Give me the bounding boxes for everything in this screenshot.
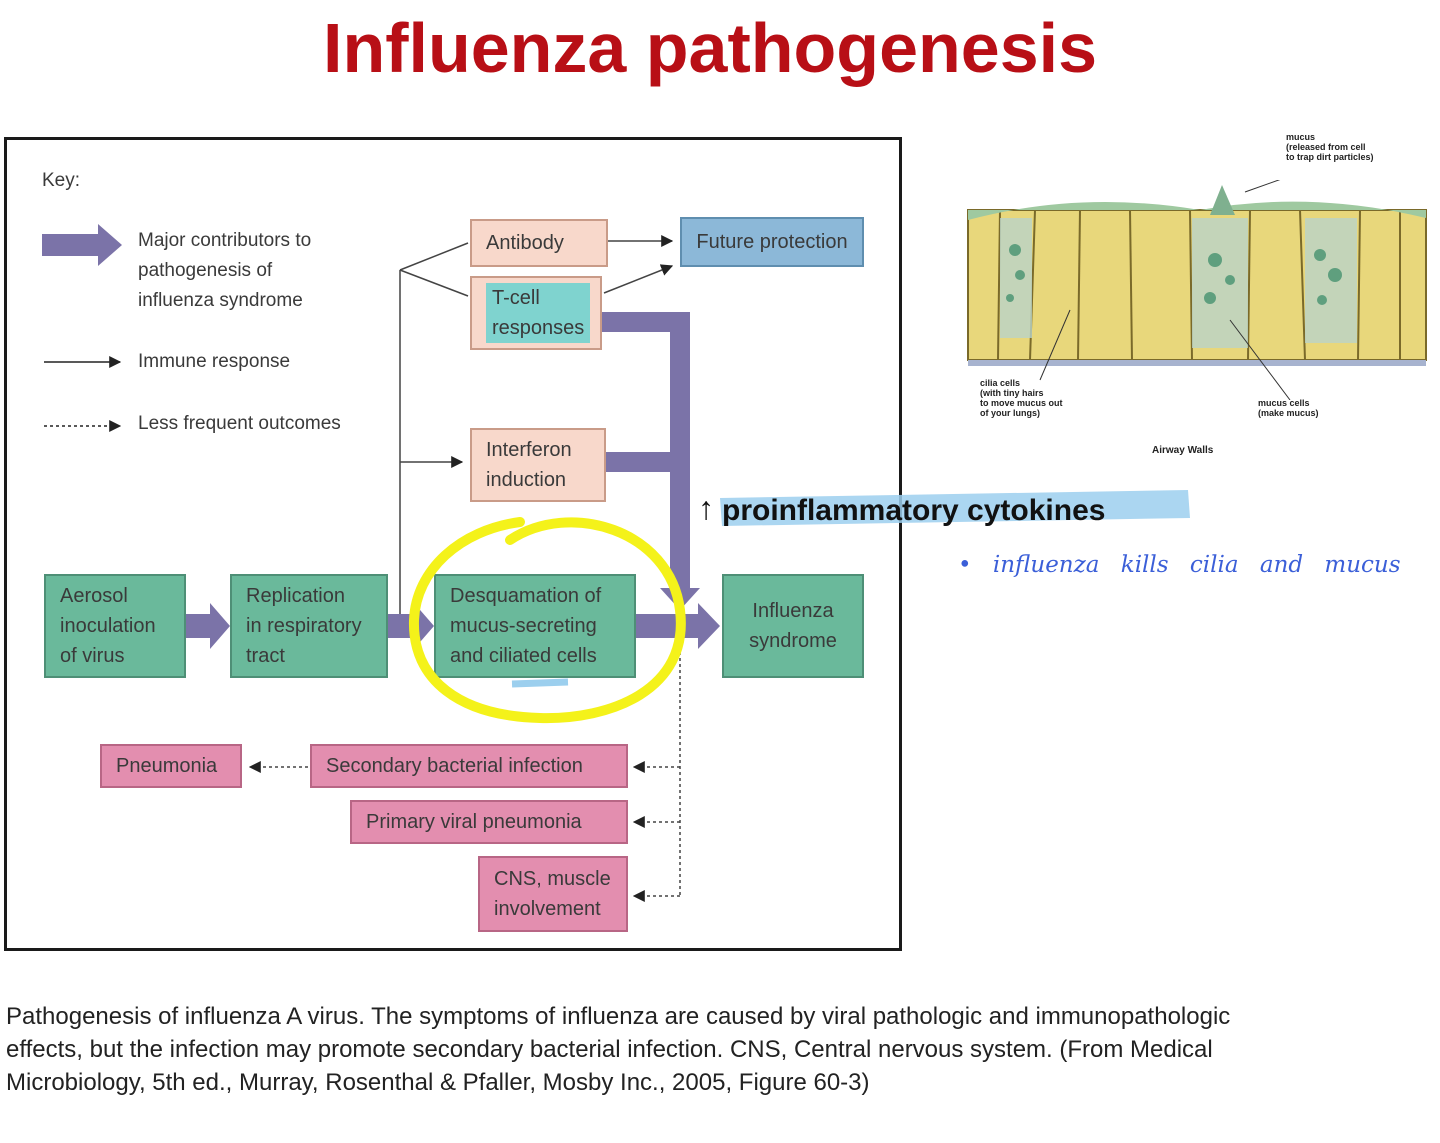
tcell-to-future: [603, 264, 674, 294]
node-primary-pneumonia: Primary viral pneumonia: [350, 800, 628, 844]
node-future-protection: Future protection: [680, 217, 864, 267]
key-major-label-3: influenza syndrome: [138, 290, 303, 311]
handwritten-note: • influenza kills cilia and mucus: [958, 552, 1401, 578]
highlighter-mark: [720, 490, 1190, 526]
key-major-arrow-icon: [42, 224, 122, 266]
tcell-major-arrow: [600, 312, 690, 592]
key-major-label-1: Major contributors to: [138, 230, 312, 251]
node-antibody: Antibody: [470, 219, 608, 267]
key-immune-label: Immune response: [138, 351, 291, 372]
node-pneumonia: Pneumonia: [100, 744, 242, 788]
mucus-cells-label: mucus cells(make mucus): [1258, 398, 1319, 418]
page-title: Influenza pathogenesis: [323, 9, 1097, 87]
branch-to-tcell: [399, 269, 469, 297]
up-arrow-icon: ↑: [698, 490, 714, 526]
airway-wall-illustration: [967, 180, 1427, 400]
key-less-label: Less frequent outcomes: [138, 413, 341, 434]
figure-caption: Pathogenesis of influenza A virus. The s…: [6, 1003, 1231, 1096]
key-major-label-2: pathogenesis of: [138, 260, 273, 281]
branch-to-antibody: [399, 242, 469, 271]
diagram-frame: [4, 137, 902, 951]
highlight-circle: [408, 517, 686, 724]
key-heading: Key:: [42, 170, 81, 191]
airway-caption: Airway Walls: [1152, 445, 1214, 456]
node-secondary-infection: Secondary bacterial infection: [310, 744, 628, 788]
major-arrow-1: [186, 603, 230, 649]
highlighter-under-desquamation: [511, 678, 569, 688]
cytokines-annotation: proinflammatory cytokines: [722, 494, 1106, 527]
